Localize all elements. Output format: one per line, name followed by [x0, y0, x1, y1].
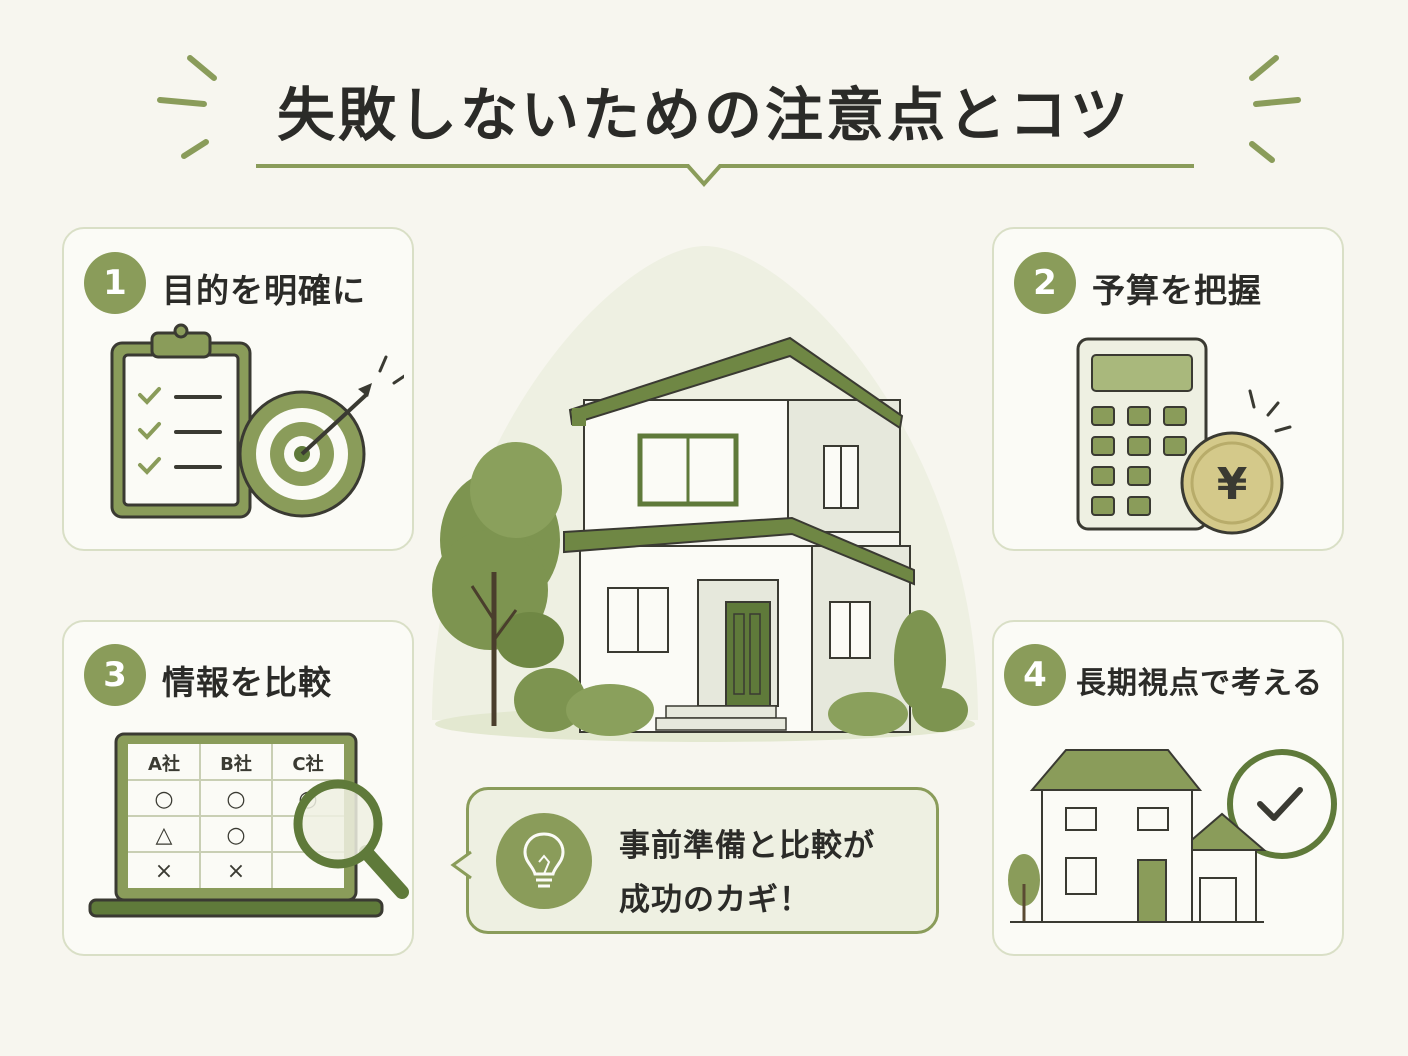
magnifier-icon — [293, 779, 409, 899]
card-budget: 2 予算を把握 ¥ — [992, 227, 1344, 551]
step-number-badge: 4 — [1004, 644, 1066, 706]
table-header: A社 — [148, 753, 180, 775]
bushes — [514, 610, 968, 736]
page-title: 失敗しないための注意点とコツ — [276, 81, 1131, 149]
tip-bubble: 事前準備と比較が 成功のカギ！ — [450, 787, 939, 934]
table-header: C社 — [292, 753, 323, 775]
table-cell: △ — [156, 823, 173, 848]
table-cell: × — [227, 859, 245, 884]
card-compare: 3 情報を比較 A社 B社 C社 ○ ○ ○ △ ○ × × — [62, 620, 414, 956]
tip-line-2: 成功のカギ！ — [619, 882, 811, 918]
yen-symbol: ¥ — [1217, 459, 1248, 510]
step-number-badge: 1 — [84, 252, 146, 314]
card-title: 情報を比較 — [162, 663, 332, 702]
sparkle-lines-icon — [157, 55, 1301, 188]
house-clock-icon — [1008, 749, 1337, 923]
table-cell: ○ — [154, 787, 173, 812]
clipboard-target-icon — [110, 323, 404, 519]
card-title: 予算を把握 — [1092, 271, 1262, 310]
table-header: B社 — [220, 753, 252, 775]
bubble-tail — [450, 850, 472, 880]
card-purpose: 1 目的を明確に — [62, 227, 414, 551]
table-cell: ○ — [226, 823, 245, 848]
card-long-term: 4 長期視点で考える — [992, 620, 1344, 956]
card-title: 長期視点で考える — [1076, 666, 1324, 701]
laptop-comparison-icon: A社 B社 C社 ○ ○ ○ △ ○ × × — [88, 732, 409, 918]
table-cell: ○ — [226, 787, 245, 812]
calculator-yen-icon: ¥ — [1076, 337, 1292, 535]
card-title: 目的を明確に — [162, 271, 366, 310]
tree — [432, 442, 564, 726]
step-number-badge: 2 — [1014, 252, 1076, 314]
step-number-badge: 3 — [84, 644, 146, 706]
lightbulb-icon — [496, 813, 592, 909]
title-area: 失敗しないための注意点とコツ — [0, 0, 1408, 200]
table-cell: × — [155, 859, 173, 884]
house-illustration — [432, 246, 978, 742]
tip-line-1: 事前準備と比較が — [619, 828, 875, 864]
